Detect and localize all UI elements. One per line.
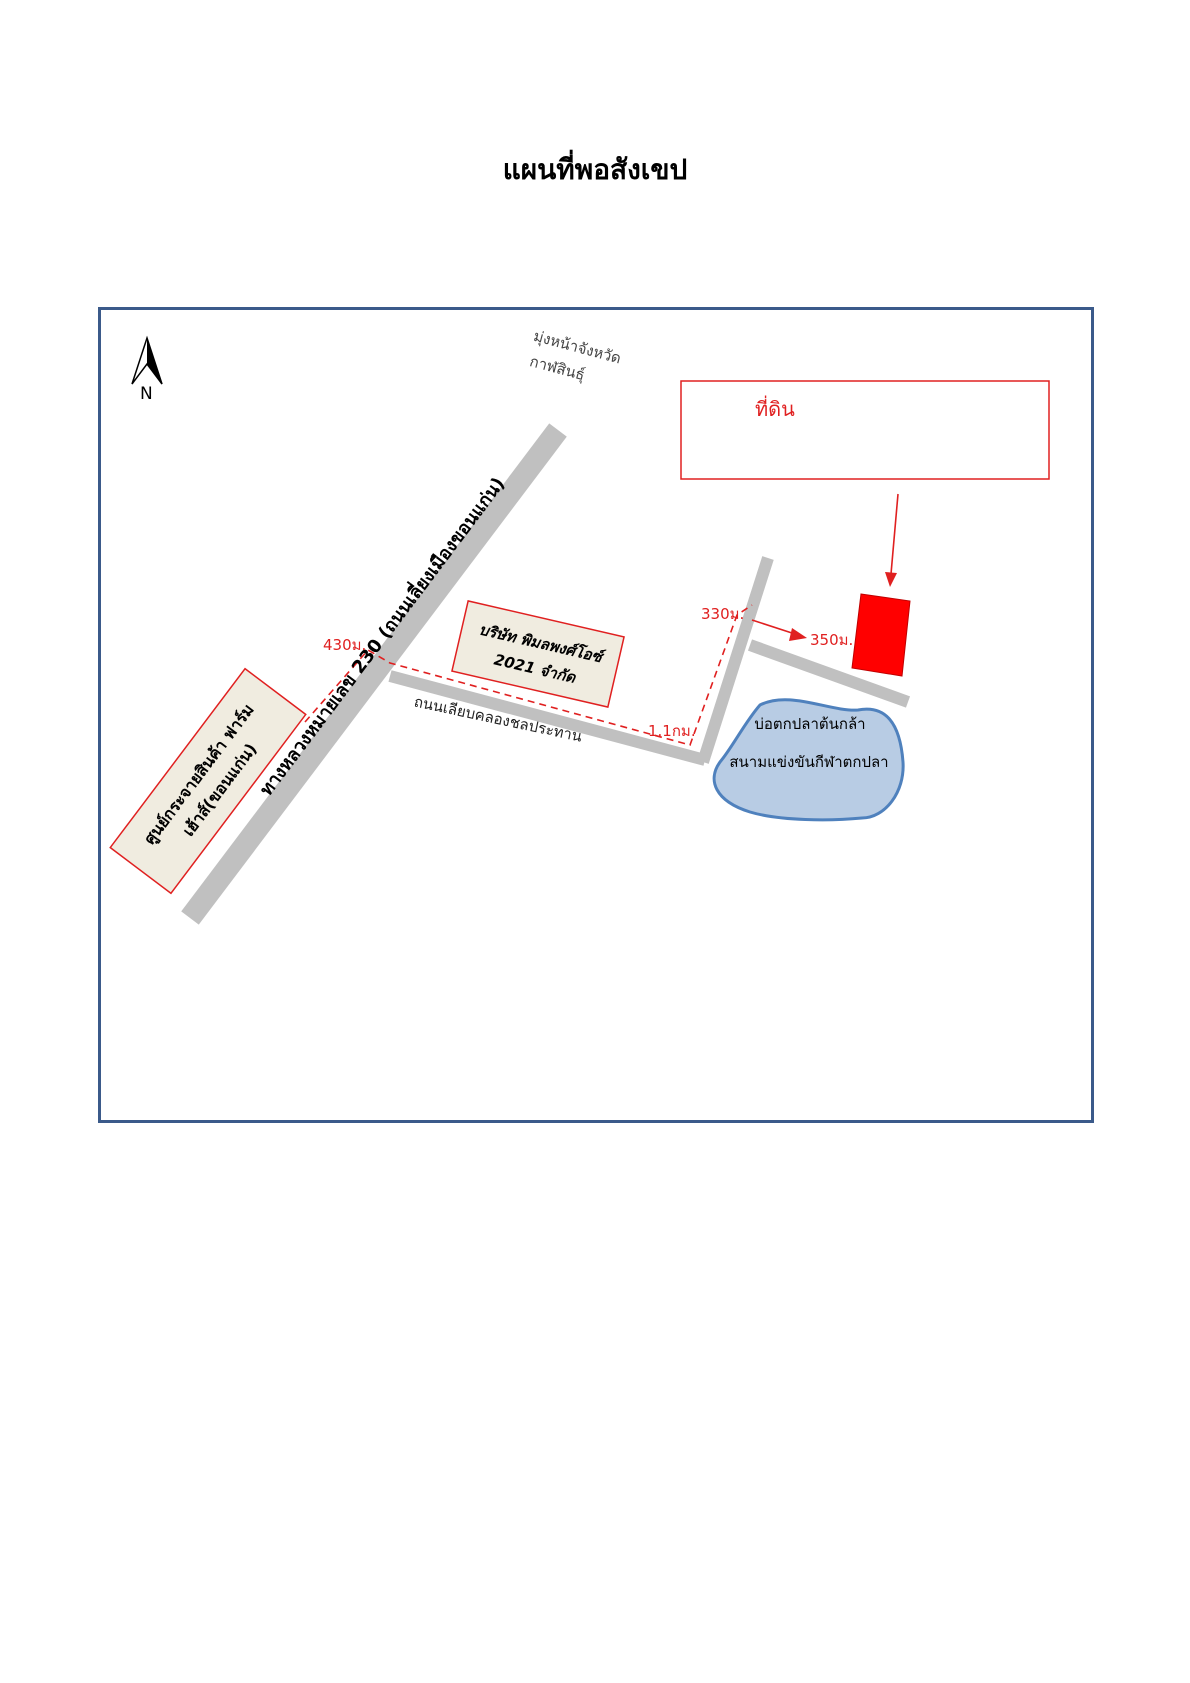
fishing-pond — [712, 698, 905, 822]
distance-430: 430ม. — [323, 636, 366, 654]
route-dashed-line — [304, 604, 753, 746]
map-frame — [98, 307, 1094, 1123]
site-label: ที่ดิน — [755, 395, 795, 421]
company-box — [451, 600, 625, 708]
north-arrow-half-icon — [147, 338, 162, 384]
site-pointer-line — [890, 493, 899, 575]
distance-330: 330ม. — [701, 605, 744, 623]
side-road-vertical — [697, 556, 774, 764]
site-parcel — [851, 593, 911, 677]
distance-350: 350ม. — [810, 631, 853, 649]
direction-note-line2: กาฬสินธุ์ — [528, 352, 587, 385]
highway-road — [181, 423, 567, 925]
site-label-box — [680, 380, 1050, 480]
side-road-east — [747, 639, 911, 708]
east-pointer-arrow-icon — [789, 628, 807, 641]
north-label: N — [140, 384, 153, 404]
distribution-center-box — [109, 667, 307, 895]
site-pointer-arrow-icon — [885, 572, 897, 587]
distance-1100: 1.1กม. — [648, 722, 696, 740]
pond-line2: สนามแข่งขันกีฬาตกปลา — [729, 753, 888, 771]
canal-road — [388, 670, 707, 766]
pond-line1: บ่อตกปลาต้นกล้า — [754, 715, 865, 733]
east-pointer-line — [751, 619, 796, 635]
page-title: แผนที่พอสังเขป — [502, 153, 688, 186]
